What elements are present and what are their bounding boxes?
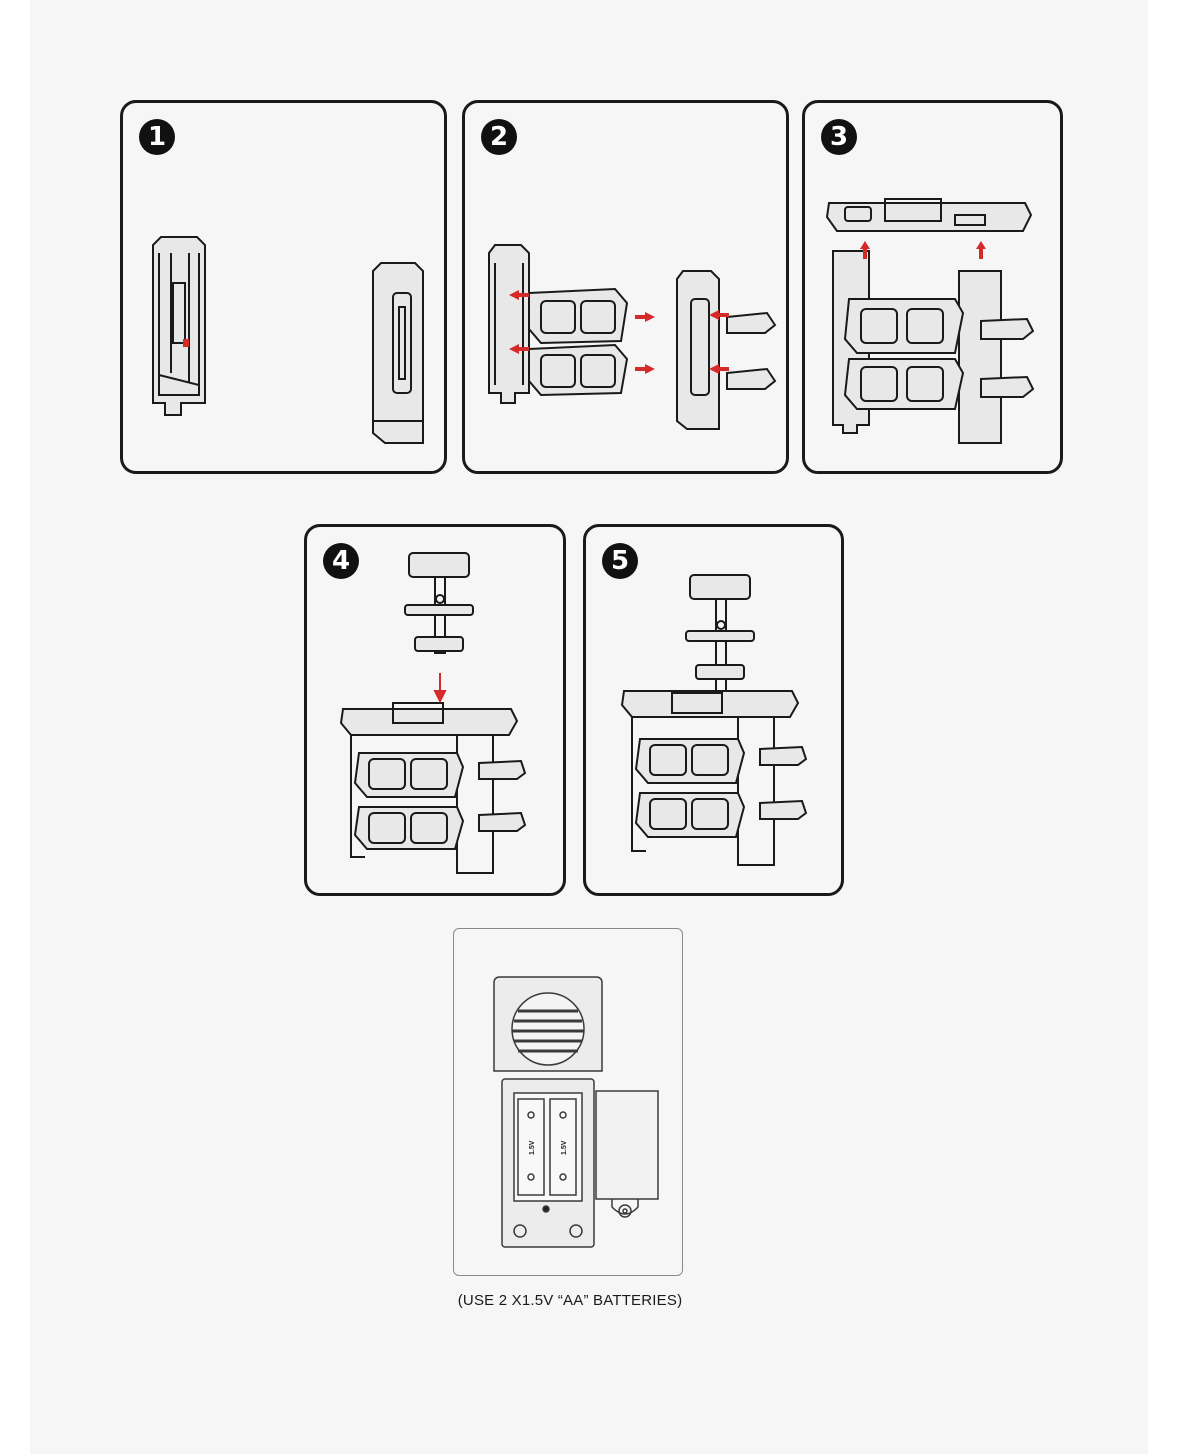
- step-1-panel: 1: [120, 100, 447, 474]
- battery-cell-label-right: 1.5V: [561, 1140, 568, 1155]
- step-3-panel: 3: [802, 100, 1063, 474]
- step-4-number: 4: [323, 543, 359, 579]
- step-4-panel: 4: [304, 524, 566, 896]
- battery-cell-label-left: 1.5V: [529, 1140, 536, 1155]
- step-5-number: 5: [602, 543, 638, 579]
- step-1-illustration: [152, 236, 424, 444]
- step-2-panel: 2: [462, 100, 789, 474]
- battery-caption: (USE 2 X1.5V “AA” BATTERIES): [457, 1292, 683, 1309]
- battery-compartment-diagram: 1.5V 1.5V: [453, 928, 683, 1276]
- step-2-number: 2: [481, 119, 517, 155]
- step-4-illustration: [339, 552, 527, 874]
- step-3-number: 3: [821, 119, 857, 155]
- battery-illustration: 1.5V 1.5V: [493, 976, 659, 1248]
- step-5-illustration: [620, 574, 808, 866]
- step-3-illustration: [825, 198, 1035, 444]
- step-2-illustration: [488, 244, 777, 430]
- step-1-number: 1: [139, 119, 175, 155]
- step-5-panel: 5: [583, 524, 844, 896]
